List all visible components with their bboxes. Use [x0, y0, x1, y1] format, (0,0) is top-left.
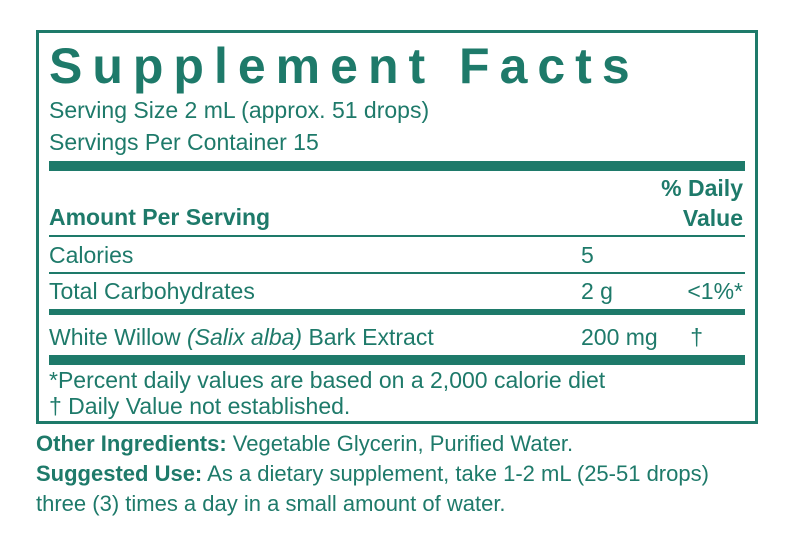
thick-divider-bottom [49, 355, 745, 365]
other-ingredients-text: Vegetable Glycerin, Purified Water. [226, 431, 574, 456]
row-carbs-name: Total Carbohydrates [49, 278, 255, 304]
servings-per-container: Servings Per Container 15 [49, 129, 319, 155]
row-white-willow-amount: 200 mg [581, 324, 658, 350]
divider-medium [49, 309, 745, 315]
serving-size: Serving Size 2 mL (approx. 51 drops) [49, 97, 430, 123]
row-white-willow-name: White Willow (Salix alba) Bark Extract [49, 323, 434, 351]
other-ingredients: Other Ingredients: Vegetable Glycerin, P… [36, 429, 573, 459]
suggested-use-label: Suggested Use: [36, 461, 203, 486]
suggested-use-text-line1: As a dietary supplement, take 1-2 mL (25… [202, 461, 709, 486]
daily-value-header-line2: Value [682, 205, 743, 231]
daily-value-header: % Daily Value [661, 173, 743, 233]
supplement-facts-panel: Supplement Facts Serving Size 2 mL (appr… [36, 30, 758, 424]
row-white-willow-name-suffix: Bark Extract [302, 324, 434, 350]
row-white-willow-name-prefix: White Willow [49, 324, 188, 350]
daily-value-header-line1: % Daily [661, 175, 743, 201]
row-calories-amount: 5 [581, 242, 594, 268]
suggested-use-line2: three (3) times a day in a small amount … [36, 491, 506, 516]
thick-divider-top [49, 161, 745, 171]
suggested-use: Suggested Use: As a dietary supplement, … [36, 459, 709, 489]
other-ingredients-label: Other Ingredients: [36, 431, 227, 456]
panel-title: Supplement Facts [49, 38, 640, 94]
footnote-dagger: † Daily Value not established. [49, 393, 351, 419]
footnote-percent: *Percent daily values are based on a 2,0… [49, 367, 606, 393]
row-white-willow-latin-name: (Salix alba) [187, 324, 303, 350]
divider-header [49, 235, 745, 237]
divider-row-1 [49, 272, 745, 274]
row-carbs-dv: <1%* [687, 278, 743, 304]
amount-per-serving-header: Amount Per Serving [49, 204, 271, 230]
row-white-willow-dv: † [690, 324, 703, 350]
row-carbs-amount: 2 g [581, 278, 613, 304]
row-calories-name: Calories [49, 242, 134, 268]
